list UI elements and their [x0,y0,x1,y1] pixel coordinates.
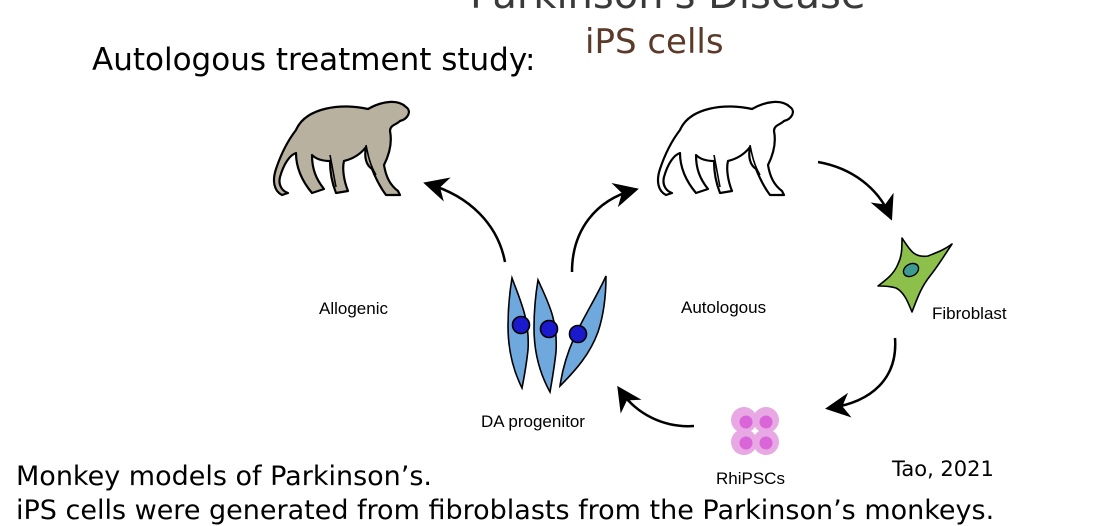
fibroblast-label: Fibroblast [932,304,1007,323]
allogenic-label: Allogenic [319,299,388,318]
da-progenitor-cells-icon [507,274,607,395]
caption-line-1: Monkey models of Parkinson’s. [16,461,432,492]
da-progenitor-label: DA progenitor [481,412,585,431]
arrow-da-to-allogenic [423,177,507,263]
rhipscs-label: RhiPSCs [716,469,785,488]
allogenic-monkey-icon [272,100,410,197]
caption-line-2: iPS cells were generated from fibroblast… [16,495,995,526]
autologous-monkey-icon [656,100,794,197]
slide-subtitle: iPS cells [585,22,724,62]
arrow-da-to-autologous [570,183,639,273]
citation: Tao, 2021 [892,457,994,481]
study-label: Autologous treatment study: [92,42,536,78]
fibroblast-cell-icon [877,237,953,313]
autologous-label: Autologous [681,298,767,317]
arrow-fibroblast-to-ipsc [825,337,897,418]
arrow-ipsc-to-da [617,385,695,428]
slide-title: Parkinson's Disease [470,0,865,18]
arrow-monkey-to-fibroblast [817,160,894,221]
rhipsc-colony-icon [731,407,779,455]
